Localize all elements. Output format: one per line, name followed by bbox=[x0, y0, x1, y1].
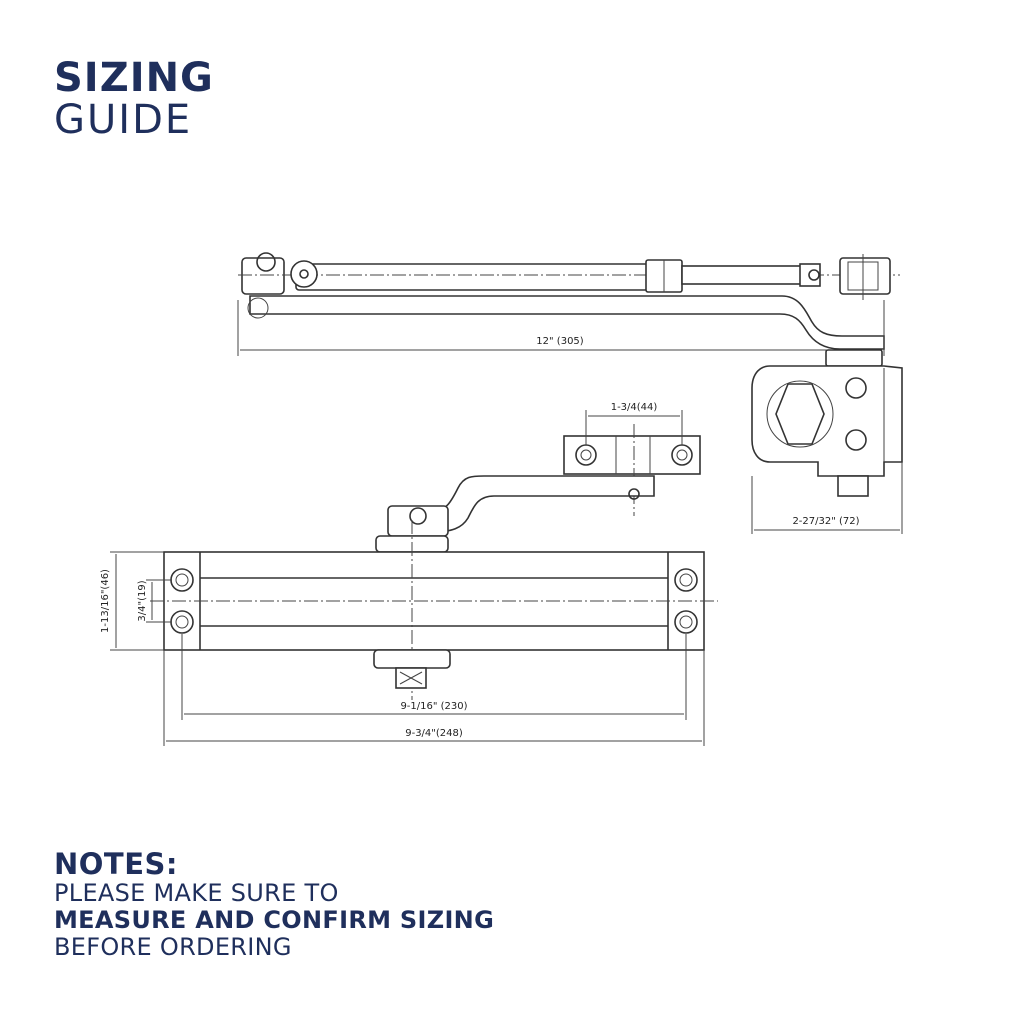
bracket-plate bbox=[563, 435, 701, 475]
pivot-pin bbox=[256, 252, 276, 272]
mount-hole-top-right bbox=[674, 568, 698, 592]
hole-spacing-vertical-label: 3/4"(19) bbox=[137, 580, 148, 621]
heading-line-2: GUIDE bbox=[54, 97, 193, 143]
notes-line-3: BEFORE ORDERING bbox=[54, 933, 292, 962]
lower-arm-hub-pin bbox=[409, 507, 427, 525]
body-bottom-boss bbox=[373, 649, 451, 669]
side-view: 2-27/32" (72) bbox=[751, 349, 903, 534]
side-screw-bottom bbox=[845, 429, 867, 451]
shoe-width-label: 2-27/32" (72) bbox=[792, 516, 859, 527]
notes-section: NOTES: PLEASE MAKE SURE TO MEASURE AND C… bbox=[54, 848, 494, 961]
side-top-cap bbox=[825, 349, 883, 367]
heading-line-1: SIZING bbox=[54, 55, 214, 101]
side-screw-top bbox=[845, 377, 867, 399]
arm-length-label: 12" (305) bbox=[536, 336, 583, 347]
collar-pin bbox=[808, 269, 820, 281]
body-length-label: 9-3/4"(248) bbox=[405, 728, 463, 739]
front-view: 1-13/16"(46) 3/4"(19) 9-1/16" (230) 9-3/… bbox=[100, 520, 718, 746]
hole-spacing-horizontal-label: 9-1/16" (230) bbox=[400, 701, 467, 712]
side-bottom-valve bbox=[837, 475, 869, 497]
threaded-tube bbox=[681, 265, 805, 285]
bracket-spacing-label: 1-3/4(44) bbox=[611, 402, 658, 413]
side-body bbox=[751, 365, 903, 477]
mount-hole-bottom-right bbox=[674, 610, 698, 634]
arm-rod bbox=[295, 263, 649, 291]
lower-arm-end-pin bbox=[628, 488, 640, 500]
notes-title: NOTES: bbox=[54, 847, 178, 881]
arm-assembly: 12" (305) bbox=[237, 252, 900, 356]
notes-line-1: PLEASE MAKE SURE TO bbox=[54, 879, 339, 908]
arm-pivot-block bbox=[241, 257, 285, 295]
notes-line-2: MEASURE AND CONFIRM SIZING bbox=[54, 906, 495, 935]
sizing-guide-heading: SIZING GUIDE bbox=[54, 58, 214, 140]
lower-arm bbox=[387, 475, 655, 537]
hex-spindle bbox=[775, 383, 825, 445]
lower-arm-hub bbox=[387, 505, 449, 537]
mounting-bracket: 1-3/4(44) bbox=[563, 402, 701, 516]
height-label: 1-13/16"(46) bbox=[100, 569, 111, 633]
rod-joint bbox=[290, 260, 318, 288]
rod-joint-pin bbox=[299, 269, 309, 279]
lower-arm-link bbox=[403, 475, 655, 533]
spindle-housing bbox=[766, 380, 834, 448]
pivot-boss bbox=[247, 297, 269, 319]
tube-collar bbox=[799, 263, 821, 287]
